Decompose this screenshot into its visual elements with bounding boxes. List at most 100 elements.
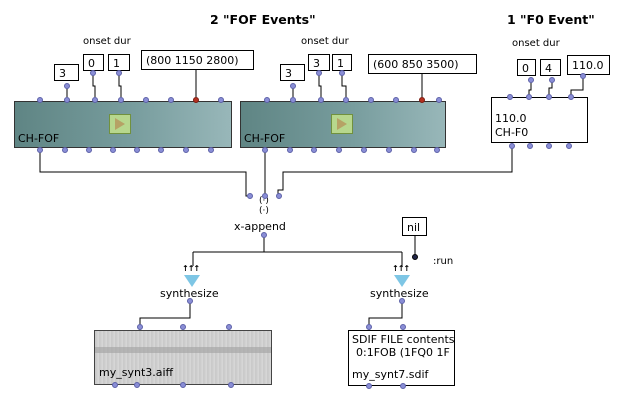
onset-dur-label-middle: onset dur [301,36,349,47]
inlet[interactable] [218,97,224,103]
onset-dur-label-right: onset dur [512,38,560,49]
outlet[interactable] [261,232,267,238]
sdif-contents-line: 0:1FOB (1FQ0 1F [356,346,450,359]
inlet[interactable] [368,97,374,103]
outlet[interactable] [62,147,68,153]
x-append-label[interactable]: x-append [234,220,286,233]
outlet[interactable] [64,83,70,89]
outlet[interactable] [112,382,118,388]
inlet[interactable] [393,97,399,103]
ch-fof-label: CH-FOF [18,132,60,145]
fof1-dur-input[interactable]: 1 [108,54,130,71]
fof2-count-input[interactable]: 3 [280,64,305,81]
inlet[interactable] [137,324,143,330]
outlet[interactable] [434,147,440,153]
inlet[interactable] [37,97,43,103]
inlet[interactable] [400,324,406,330]
outlet[interactable] [528,77,534,83]
inlet[interactable] [290,97,296,103]
synthesize-right-label[interactable]: synthesize [370,287,429,300]
fof2-onset-input[interactable]: 3 [308,54,330,71]
inlet[interactable] [436,97,442,103]
outlet[interactable] [86,147,92,153]
ch-f0-label: CH-F0 [495,126,529,139]
inlet[interactable] [343,97,349,103]
outlet[interactable] [134,382,140,388]
f0-onset-input[interactable]: 0 [517,59,536,76]
outlet[interactable] [183,147,189,153]
ch-fof-box-right[interactable]: CH-FOF [240,101,446,148]
inlet[interactable] [526,94,532,100]
f0-value-input[interactable]: 110.0 [567,55,610,75]
run-label: :run [433,256,454,267]
x-append-icon: (·)(·) [259,196,269,216]
outlet[interactable] [134,147,140,153]
ch-f0-box[interactable]: 110.0 CH-F0 [491,97,588,143]
inlet[interactable] [264,97,270,103]
outlet[interactable] [228,382,234,388]
inlet[interactable] [546,94,552,100]
inlet[interactable] [118,97,124,103]
outlet[interactable] [386,147,392,153]
outlet[interactable] [412,254,418,260]
outlet[interactable] [208,147,214,153]
outlet[interactable] [366,383,372,389]
inlet[interactable] [419,97,425,103]
fof1-count-input[interactable]: 3 [54,64,79,81]
inlet[interactable] [193,97,199,103]
fof1-onset-input[interactable]: 0 [83,54,104,71]
outlet[interactable] [37,147,43,153]
synthesize-left-label[interactable]: synthesize [160,287,219,300]
inlet[interactable] [262,193,268,199]
inlet[interactable] [168,97,174,103]
ch-fof-icon [109,114,131,134]
inlet[interactable] [507,94,513,100]
outlet[interactable] [361,147,367,153]
outlet[interactable] [336,147,342,153]
outlet[interactable] [158,147,164,153]
inlet[interactable] [247,193,253,199]
outlet[interactable] [90,70,96,76]
outlet[interactable] [180,382,186,388]
outlet[interactable] [566,143,572,149]
inlet[interactable] [366,324,372,330]
outlet[interactable] [316,70,322,76]
outlet[interactable] [546,143,552,149]
outlet[interactable] [187,298,193,304]
outlet[interactable] [527,143,533,149]
outlet[interactable] [580,73,586,79]
nil-box[interactable]: nil [402,217,427,236]
outlet[interactable] [339,70,345,76]
outlet[interactable] [509,143,515,149]
ch-f0-value: 110.0 [495,112,527,125]
sound-box[interactable]: my_synt3.aiff [94,330,272,385]
inlet[interactable] [568,94,574,100]
outlet[interactable] [400,383,406,389]
sdif-box[interactable]: SDIF FILE contents 0:1FOB (1FQ0 1F my_sy… [348,330,455,386]
ch-fof-box-left[interactable]: CH-FOF [14,101,232,148]
outlet[interactable] [311,147,317,153]
f0-dur-input[interactable]: 4 [540,59,561,76]
fof1-freq-list[interactable]: (800 1150 2800) [141,50,254,70]
outlet[interactable] [116,70,122,76]
outlet[interactable] [290,83,296,89]
outlet[interactable] [110,147,116,153]
inlet[interactable] [92,97,98,103]
ch-fof-label: CH-FOF [244,132,286,145]
inlet[interactable] [143,97,149,103]
inlet[interactable] [64,97,70,103]
synth-right-inputs-icon: ↑↑↑ [392,264,410,273]
outlet[interactable] [287,147,293,153]
fof2-dur-input[interactable]: 1 [332,54,352,71]
outlet[interactable] [262,147,268,153]
inlet[interactable] [276,193,282,199]
outlet[interactable] [399,298,405,304]
sdif-file-label: my_synt7.sdif [352,368,429,381]
inlet[interactable] [318,97,324,103]
inlet[interactable] [180,324,186,330]
synth-left-inputs-icon: ↑↑↑ [182,264,200,273]
outlet[interactable] [411,147,417,153]
outlet[interactable] [549,77,555,83]
fof2-freq-list[interactable]: (600 850 3500) [368,54,477,74]
inlet[interactable] [226,324,232,330]
